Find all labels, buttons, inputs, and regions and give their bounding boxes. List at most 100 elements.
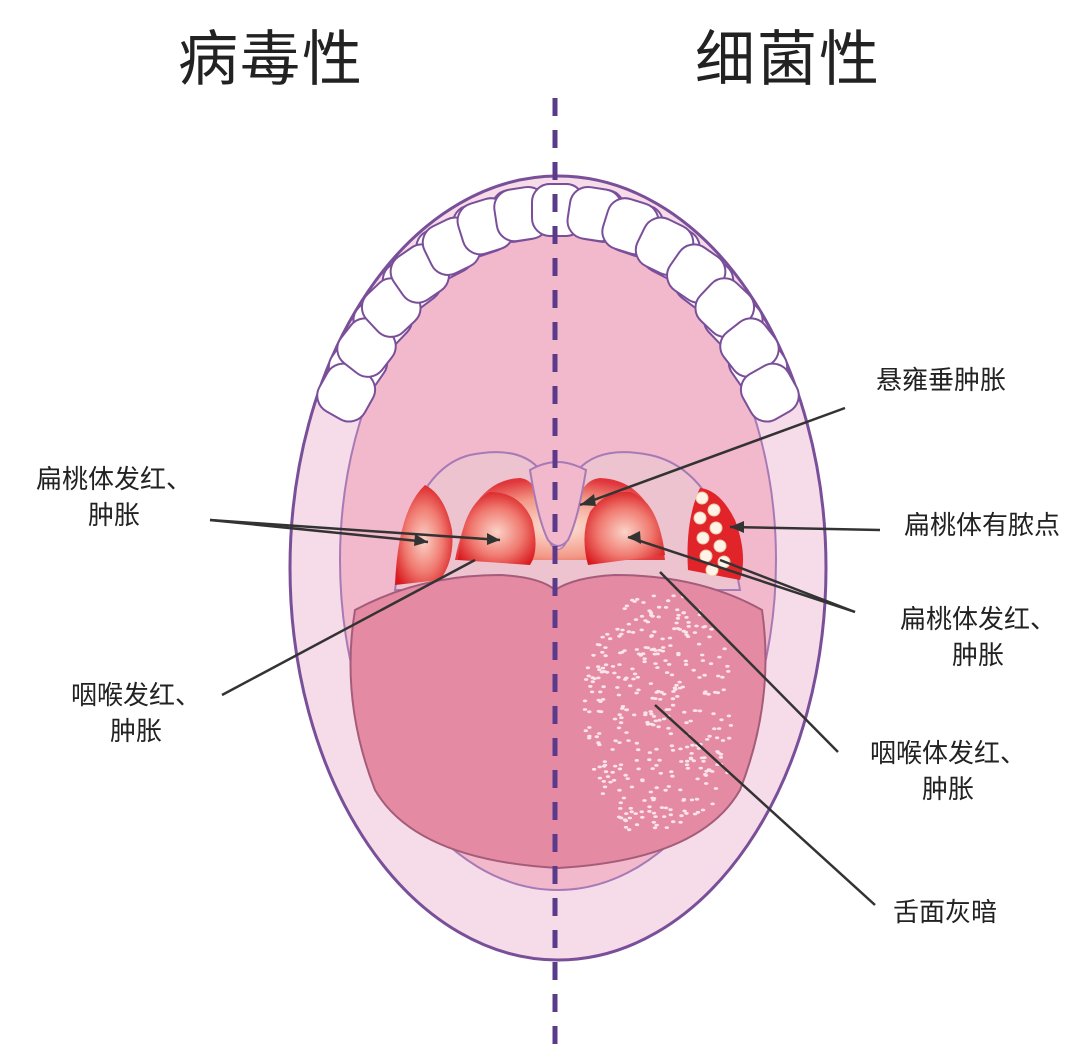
coating-speck bbox=[648, 790, 653, 794]
coating-speck bbox=[689, 752, 694, 755]
coating-speck bbox=[612, 717, 618, 721]
coating-speck bbox=[663, 659, 668, 662]
coating-speck bbox=[684, 812, 689, 815]
coating-speck bbox=[597, 732, 602, 735]
coating-speck bbox=[583, 678, 589, 681]
coating-speck bbox=[685, 759, 690, 763]
coating-speck bbox=[656, 689, 661, 693]
coating-speck bbox=[622, 607, 627, 610]
label-right-pharynx: 咽喉体发红、 肿胀 bbox=[848, 736, 1048, 808]
coating-speck bbox=[616, 726, 622, 730]
coating-speck bbox=[600, 650, 605, 654]
coating-speck bbox=[709, 627, 714, 631]
coating-speck bbox=[707, 734, 712, 738]
coating-speck bbox=[672, 686, 678, 690]
coating-speck bbox=[620, 628, 625, 632]
coating-speck bbox=[677, 680, 682, 684]
coating-speck bbox=[639, 810, 644, 814]
coating-speck bbox=[647, 810, 652, 813]
coating-speck bbox=[685, 635, 691, 638]
label-left-pharynx: 咽喉发红、 肿胀 bbox=[46, 678, 226, 750]
coating-speck bbox=[684, 616, 689, 619]
coating-speck bbox=[662, 815, 667, 818]
coating-speck bbox=[583, 729, 588, 733]
tongue bbox=[349, 573, 767, 870]
coating-speck bbox=[624, 676, 629, 680]
coating-speck bbox=[677, 686, 683, 690]
coating-speck bbox=[691, 759, 696, 763]
coating-speck bbox=[663, 806, 669, 810]
coating-speck bbox=[657, 718, 662, 722]
coating-speck bbox=[656, 605, 662, 609]
coating-speck bbox=[647, 751, 653, 754]
coating-speck bbox=[682, 710, 687, 714]
coating-speck bbox=[702, 756, 707, 760]
coating-speck bbox=[675, 627, 681, 630]
coating-speck bbox=[653, 662, 658, 665]
coating-speck bbox=[716, 674, 721, 678]
coating-speck bbox=[628, 806, 633, 810]
coating-speck bbox=[587, 726, 592, 729]
coating-speck bbox=[617, 788, 622, 792]
coating-speck bbox=[635, 597, 640, 601]
coating-speck bbox=[613, 764, 618, 768]
coating-speck bbox=[617, 767, 623, 771]
coating-speck bbox=[615, 627, 620, 631]
coating-speck bbox=[617, 713, 622, 717]
coating-speck bbox=[694, 624, 699, 628]
coating-speck bbox=[698, 766, 703, 770]
coating-speck bbox=[718, 756, 724, 759]
coating-speck bbox=[669, 744, 675, 748]
coating-speck bbox=[602, 670, 607, 673]
coating-speck bbox=[679, 760, 684, 763]
coating-speck bbox=[726, 670, 731, 673]
coating-speck bbox=[605, 775, 611, 778]
coating-speck bbox=[590, 680, 595, 684]
coating-speck bbox=[642, 660, 647, 664]
coating-speck bbox=[615, 686, 620, 689]
coating-speck bbox=[668, 644, 673, 647]
coating-speck bbox=[666, 599, 671, 603]
coating-speck bbox=[693, 709, 698, 712]
coating-speck bbox=[664, 671, 670, 674]
coating-speck bbox=[674, 683, 679, 687]
coating-speck bbox=[696, 642, 702, 646]
coating-speck bbox=[666, 785, 671, 788]
coating-speck bbox=[618, 801, 623, 805]
coating-speck bbox=[652, 826, 658, 830]
leader-lines bbox=[209, 406, 881, 906]
coating-speck bbox=[620, 705, 626, 708]
coating-speck bbox=[596, 709, 602, 713]
coating-speck bbox=[623, 825, 629, 829]
coating-speck bbox=[684, 745, 690, 749]
coating-speck bbox=[708, 662, 714, 666]
label-right-tonsil-line2: 肿胀 bbox=[951, 641, 1004, 671]
coating-speck bbox=[643, 713, 648, 717]
coating-speck bbox=[697, 676, 702, 679]
coating-speck bbox=[640, 778, 645, 782]
coating-speck bbox=[647, 758, 652, 762]
coating-speck bbox=[702, 625, 708, 628]
coating-speck bbox=[701, 759, 706, 763]
coating-speck bbox=[694, 797, 700, 801]
coating-speck bbox=[686, 621, 691, 624]
coating-speck bbox=[678, 747, 683, 751]
coating-speck bbox=[608, 780, 613, 784]
coating-speck bbox=[610, 665, 616, 668]
teeth bbox=[316, 183, 800, 423]
pus-spots bbox=[693, 491, 731, 577]
coating-speck bbox=[711, 712, 716, 716]
coating-speck bbox=[613, 739, 618, 743]
coating-speck bbox=[717, 655, 722, 659]
coating-speck bbox=[725, 664, 730, 668]
coating-speck bbox=[645, 620, 651, 624]
coating-speck bbox=[727, 736, 732, 740]
coating-speck bbox=[649, 712, 654, 716]
coating-speck bbox=[612, 671, 617, 675]
coating-speck bbox=[624, 604, 630, 608]
coating-speck bbox=[605, 632, 610, 636]
coating-speck bbox=[623, 773, 628, 777]
coating-speck bbox=[702, 692, 707, 695]
coating-speck bbox=[683, 663, 689, 666]
coating-speck bbox=[596, 698, 601, 702]
